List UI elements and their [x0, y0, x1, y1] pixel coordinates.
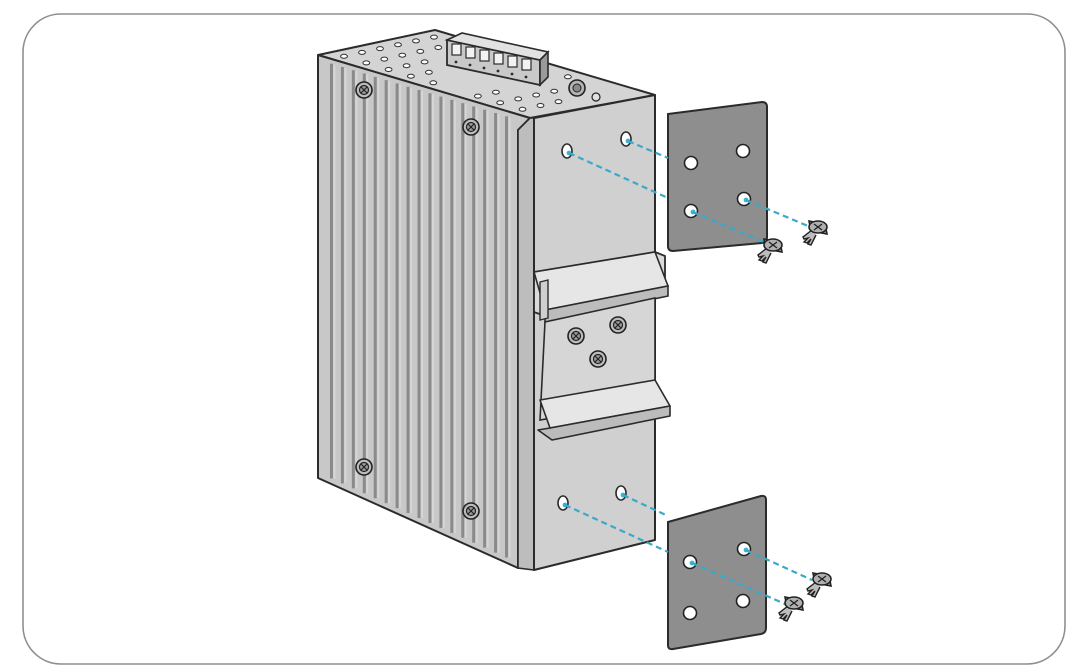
vent-hole — [412, 38, 420, 44]
vent-hole — [402, 63, 411, 69]
vent-hole — [496, 100, 505, 106]
vent-hole — [430, 34, 438, 40]
plate-hole — [735, 593, 751, 609]
din-rail-switch-icon — [317, 29, 671, 571]
vent-hole — [425, 69, 433, 75]
wall-mount-plate-icon — [667, 494, 767, 651]
side-screw-icon — [355, 458, 373, 476]
vent-hole — [474, 93, 482, 99]
vent-hole — [532, 92, 541, 98]
side-screw-icon — [355, 81, 373, 99]
plate-hole — [682, 605, 698, 621]
front-mounting-holes — [557, 131, 632, 511]
plate-hole — [735, 143, 751, 159]
rail-screw-icon — [567, 327, 585, 345]
side-screw-icon — [462, 118, 480, 136]
vent-hole — [384, 67, 393, 72]
top-vent-holes — [340, 34, 572, 112]
vent-hole — [564, 74, 572, 80]
terminal-block — [444, 32, 550, 87]
ground-screw-icon — [568, 79, 586, 97]
rail-screw-icon — [589, 350, 607, 368]
vent-hole — [518, 106, 527, 112]
vent-hole — [429, 80, 438, 86]
vent-hole — [407, 73, 415, 79]
vent-hole — [340, 53, 348, 59]
top-wall-mount-plate — [667, 100, 768, 253]
vent-hole — [434, 45, 443, 50]
vent-hole — [358, 49, 366, 55]
vent-hole — [376, 46, 384, 52]
din-rail-clip — [533, 251, 671, 441]
wall-mount-plate-icon — [667, 100, 768, 253]
vent-hole — [550, 88, 559, 94]
vent-hole — [492, 89, 500, 95]
vent-hole — [420, 59, 429, 65]
vent-hole — [362, 60, 371, 66]
vent-hole — [536, 103, 545, 108]
heatsink-fins — [329, 63, 511, 558]
vent-hole — [394, 42, 402, 48]
alignment-guide-lines — [564, 139, 813, 606]
vent-hole — [380, 56, 389, 62]
bottom-wall-mount-plate — [667, 494, 767, 651]
side-screw-icon — [462, 502, 480, 520]
plate-hole — [683, 155, 699, 171]
rail-screw-icon — [609, 316, 627, 334]
vent-hole — [554, 99, 563, 105]
vent-hole — [416, 48, 425, 54]
vent-hole — [398, 52, 407, 58]
vent-hole — [514, 96, 523, 102]
